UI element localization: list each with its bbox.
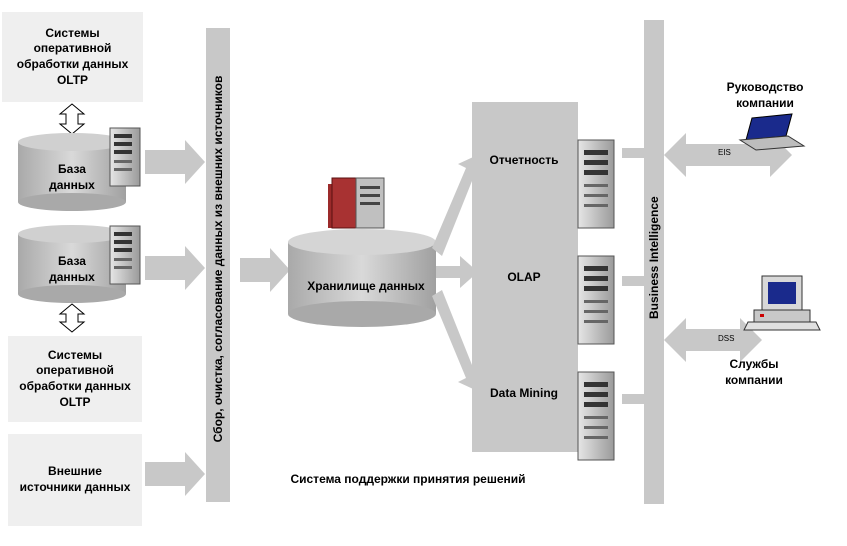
database-cylinder-2 (18, 225, 126, 303)
database-2-label: База данных (49, 254, 95, 284)
oltp-systems-bottom-label: Системы оперативной обработки данных OLT… (19, 347, 131, 409)
external-sources-box: Внешние источники данных (8, 434, 142, 526)
dss-caption: Система поддержки принятия решений (290, 472, 526, 486)
arrow-warehouse-to-reporting (432, 152, 484, 256)
bi-bar-label: Business Intelligence (647, 196, 661, 319)
warehouse-label: Хранилище данных (307, 279, 425, 293)
reporting-label: Отчетность (489, 153, 559, 167)
warehouse-server-icon (328, 177, 385, 229)
server-icon-reporting (577, 139, 615, 229)
database-cylinder-1 (18, 133, 126, 211)
oltp-db-arrow-top (58, 103, 86, 135)
server-icon-data-mining (577, 371, 615, 461)
arrow-warehouse-to-olap (436, 256, 478, 288)
dss-label: DSS (718, 334, 735, 343)
laptop-icon (738, 113, 806, 151)
oltp-db-arrow-bottom (58, 303, 86, 333)
arrow-db1-to-etl (145, 140, 205, 184)
eis-label: EIS (718, 148, 731, 157)
warehouse-cylinder (288, 229, 436, 327)
management-label: Руководство компании (726, 80, 804, 110)
arrow-warehouse-to-mining (432, 290, 484, 394)
connector-mining-bi (622, 394, 644, 404)
dss-panel (472, 102, 578, 452)
services-label: Службы компании (725, 357, 783, 387)
server-icon-db2 (109, 225, 141, 285)
arrow-bi-dss (664, 318, 762, 362)
server-icon-db1 (109, 127, 141, 187)
connector-olap-bi (622, 276, 644, 286)
connector-reporting-bi (622, 148, 644, 158)
oltp-systems-top-label: Системы оперативной обработки данных OLT… (16, 25, 129, 87)
arrow-external-to-etl (145, 452, 205, 496)
etl-bar-label: Сбор, очистка, согласование данных из вн… (211, 75, 225, 443)
bi-bar (644, 20, 664, 504)
desktop-computer-icon (743, 275, 821, 331)
data-mining-label: Data Mining (490, 386, 558, 400)
arrow-db2-to-etl (145, 246, 205, 290)
server-icon-olap (577, 255, 615, 345)
oltp-systems-box-bottom: Системы оперативной обработки данных OLT… (8, 336, 142, 422)
etl-bar (206, 28, 230, 502)
olap-label: OLAP (507, 270, 541, 284)
external-sources-label: Внешние источники данных (19, 464, 131, 494)
database-1-label: База данных (49, 162, 95, 192)
oltp-systems-box-top: Системы оперативной обработки данных OLT… (2, 12, 143, 102)
arrow-etl-to-warehouse (240, 248, 290, 292)
